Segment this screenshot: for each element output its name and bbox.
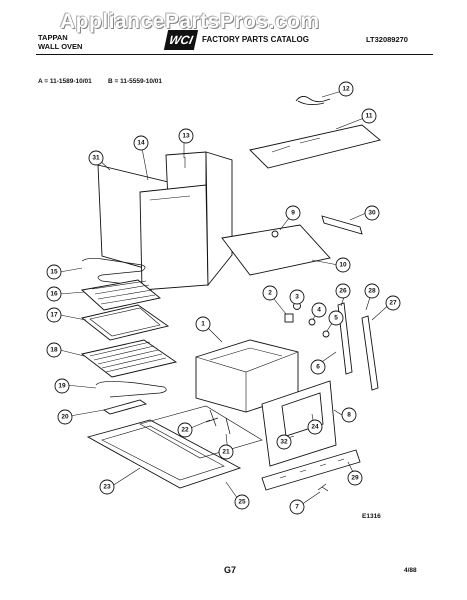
callout-25: 25 xyxy=(234,494,250,510)
part-22-hinge xyxy=(205,409,219,427)
svg-text:26: 26 xyxy=(339,288,347,295)
svg-text:9: 9 xyxy=(291,210,295,217)
svg-text:13: 13 xyxy=(182,133,190,140)
callout-14: 14 xyxy=(133,135,149,151)
svg-text:18: 18 xyxy=(50,347,58,354)
part-4-nut xyxy=(308,318,316,326)
brand-name: TAPPAN xyxy=(38,33,68,42)
callout-10: 10 xyxy=(335,257,351,273)
svg-text:28: 28 xyxy=(368,288,376,295)
svg-text:6: 6 xyxy=(316,364,320,371)
svg-text:12: 12 xyxy=(342,86,350,93)
header-rule xyxy=(36,54,433,55)
product-name: WALL OVEN xyxy=(38,42,83,51)
svg-text:16: 16 xyxy=(50,291,58,298)
callout-6: 6 xyxy=(310,359,326,375)
part-10-bottom-panel xyxy=(221,224,331,276)
callout-24: 24 xyxy=(307,419,323,435)
callout-1: 1 xyxy=(195,316,211,332)
callout-19: 19 xyxy=(54,378,70,394)
callout-13: 13 xyxy=(178,128,194,144)
part-13-liner-right xyxy=(205,151,233,287)
part-2-clip xyxy=(284,313,294,323)
part-12-element xyxy=(295,96,331,106)
callout-9: 9 xyxy=(285,205,301,221)
part-27-channel xyxy=(361,315,379,391)
callout-12: 12 xyxy=(338,81,354,97)
svg-text:5: 5 xyxy=(334,315,338,322)
callout-27: 27 xyxy=(385,295,401,311)
svg-text:19: 19 xyxy=(58,383,66,390)
callout-20: 20 xyxy=(57,409,73,425)
svg-text:7: 7 xyxy=(295,504,299,511)
svg-text:11: 11 xyxy=(366,113,373,120)
part-23-bottom-trim xyxy=(86,419,242,489)
svg-text:21: 21 xyxy=(222,449,230,456)
svg-text:2: 2 xyxy=(268,290,272,297)
svg-text:3: 3 xyxy=(295,294,299,301)
callout-18: 18 xyxy=(46,342,62,358)
callout-17: 17 xyxy=(46,307,62,323)
catalog-number: LT32089270 xyxy=(366,35,408,44)
svg-text:4: 4 xyxy=(317,307,321,314)
callout-16: 16 xyxy=(46,286,62,302)
callout-21: 21 xyxy=(218,444,234,460)
svg-text:29: 29 xyxy=(351,475,359,482)
svg-text:10: 10 xyxy=(339,262,347,269)
svg-text:14: 14 xyxy=(137,140,145,147)
callout-29: 29 xyxy=(347,470,363,486)
part-15-bake-element xyxy=(81,257,146,286)
part-5-grommet xyxy=(322,330,330,338)
callout-22: 22 xyxy=(177,422,193,438)
svg-text:23: 23 xyxy=(103,484,111,491)
svg-text:24: 24 xyxy=(311,424,319,431)
revision-date: 4/88 xyxy=(404,567,417,574)
part-30-bracket xyxy=(321,215,363,235)
part-13-liner-side xyxy=(139,184,209,291)
callout-5: 5 xyxy=(328,310,344,326)
svg-text:17: 17 xyxy=(50,312,58,319)
part-21-hinge xyxy=(225,417,231,435)
callout-23: 23 xyxy=(99,479,115,495)
svg-text:22: 22 xyxy=(181,427,189,434)
callout-11: 11 xyxy=(361,108,377,124)
part-29-control-strip xyxy=(261,449,361,491)
svg-text:15: 15 xyxy=(50,269,58,276)
svg-text:20: 20 xyxy=(61,414,69,421)
callout-26: 26 xyxy=(335,283,351,299)
svg-text:25: 25 xyxy=(238,499,246,506)
callout-32: 32 xyxy=(276,434,292,450)
part-18-oven-rack xyxy=(80,339,178,378)
svg-text:30: 30 xyxy=(368,210,376,217)
catalog-title: FACTORY PARTS CATALOG xyxy=(202,35,309,44)
model-b: B = 11-5559-10/01 xyxy=(108,78,163,85)
model-a: A = 11-1589-10/01 xyxy=(38,78,92,85)
part-19-broil-element xyxy=(95,381,167,398)
callout-30: 30 xyxy=(364,205,380,221)
callout-15: 15 xyxy=(46,264,62,280)
part-25-frame xyxy=(139,405,263,459)
callout-7: 7 xyxy=(289,499,305,515)
diagram-code: E1316 xyxy=(362,513,381,520)
svg-text:31: 31 xyxy=(92,155,100,162)
svg-text:1: 1 xyxy=(201,321,205,328)
svg-text:32: 32 xyxy=(280,439,288,446)
part-11-top-panel xyxy=(249,124,381,169)
part-20-bracket xyxy=(102,399,148,415)
svg-text:8: 8 xyxy=(347,412,351,419)
callout-3: 3 xyxy=(289,289,305,305)
svg-text:27: 27 xyxy=(389,300,397,307)
callout-8: 8 xyxy=(341,407,357,423)
callout-31: 31 xyxy=(88,150,104,166)
callout-2: 2 xyxy=(262,285,278,301)
page-number: G7 xyxy=(224,565,237,575)
watermark-text: AppliancePartsPros.com xyxy=(60,10,320,33)
callout-4: 4 xyxy=(311,302,327,318)
part-7-screw xyxy=(317,483,329,492)
callout-28: 28 xyxy=(364,283,380,299)
